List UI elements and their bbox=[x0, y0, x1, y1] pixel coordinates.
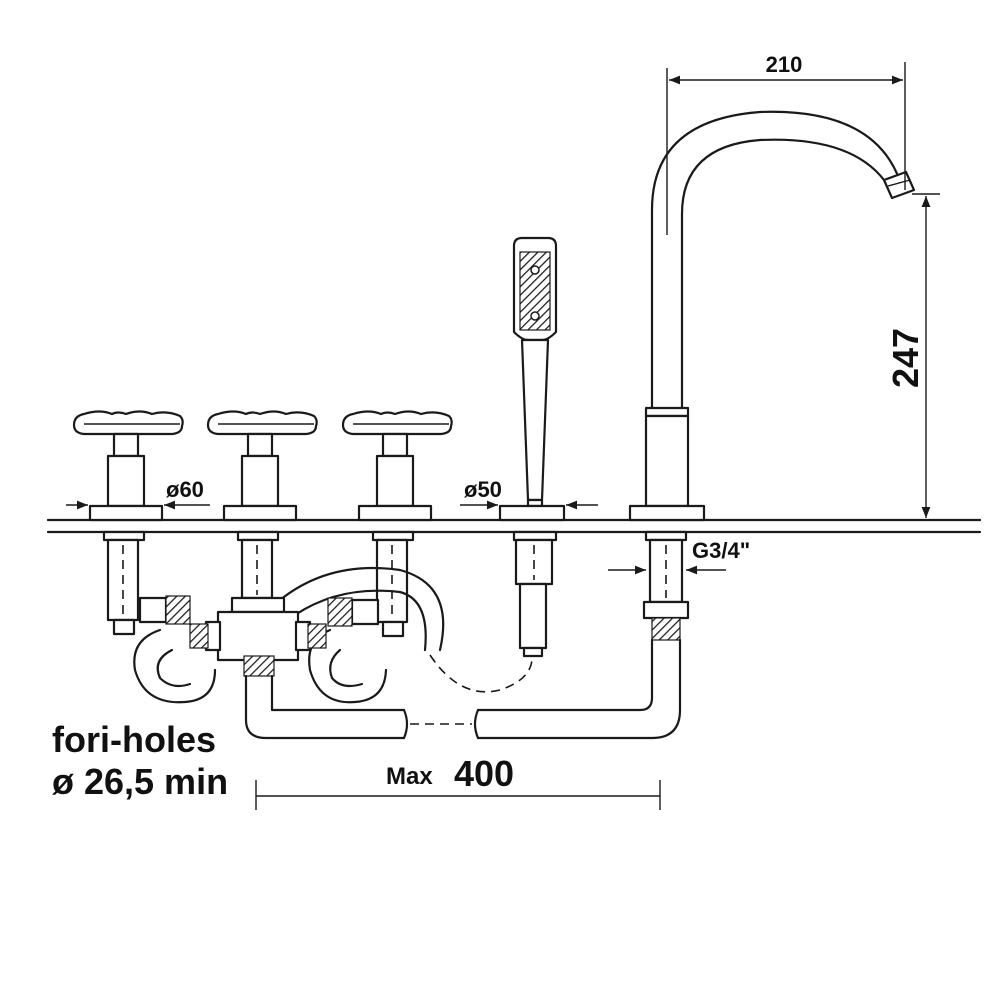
cross-handle-left bbox=[72, 410, 184, 522]
dimension-o60-label: ø60 bbox=[166, 477, 204, 502]
dimension-247: 247 bbox=[885, 193, 940, 518]
diverter-and-hoses bbox=[133, 566, 682, 740]
dimension-210-label: 210 bbox=[766, 52, 803, 77]
dimension-247-label: 247 bbox=[885, 328, 926, 388]
deck-surface bbox=[46, 518, 982, 534]
dimension-o50-label: ø50 bbox=[464, 477, 502, 502]
dimension-max-value: 400 bbox=[454, 753, 514, 794]
swan-neck-spout bbox=[628, 110, 916, 522]
dimension-210: 210 bbox=[666, 52, 906, 235]
dimension-max-prefix: Max bbox=[386, 763, 433, 790]
dimension-thread: G3/4" bbox=[608, 538, 750, 575]
dimension-thread-label: G3/4" bbox=[692, 538, 750, 563]
shank-left bbox=[102, 530, 146, 636]
dimension-o50: ø50 bbox=[460, 477, 598, 510]
dimension-max-400: Max 400 bbox=[255, 753, 661, 810]
shank-shower bbox=[512, 530, 558, 658]
dimension-o60: ø60 bbox=[66, 477, 210, 510]
cross-handle-right bbox=[341, 410, 453, 522]
hand-shower bbox=[498, 236, 566, 522]
shank-spout bbox=[642, 530, 690, 641]
shank-center bbox=[236, 530, 280, 600]
shank-right bbox=[371, 530, 415, 638]
holes-note-line2: ø 26,5 min bbox=[52, 761, 229, 802]
cross-handle-center bbox=[206, 410, 318, 522]
holes-note-line1: fori-holes bbox=[52, 719, 217, 760]
